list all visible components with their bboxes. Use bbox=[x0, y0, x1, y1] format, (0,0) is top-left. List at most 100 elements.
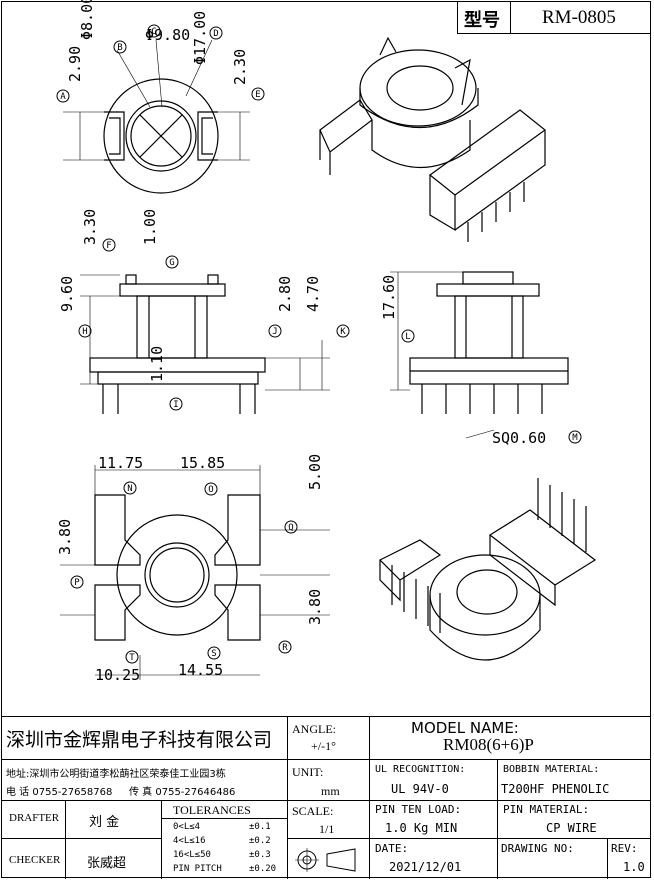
unit-value: mm bbox=[321, 784, 340, 798]
ref-k: K bbox=[336, 324, 350, 338]
ref-p: P bbox=[70, 575, 84, 589]
ref-s: S bbox=[207, 646, 221, 660]
ref-o: O bbox=[204, 482, 218, 496]
svg-text:I: I bbox=[173, 400, 178, 410]
dim-s: 14.55 bbox=[178, 661, 223, 679]
ref-i: I bbox=[169, 397, 183, 411]
ref-c: C bbox=[147, 24, 161, 38]
ref-g: G bbox=[165, 255, 179, 269]
svg-text:M: M bbox=[572, 433, 578, 443]
svg-text:L: L bbox=[405, 332, 410, 342]
ul-value: UL 94V-0 bbox=[391, 782, 449, 796]
dim-j: 2.80 bbox=[276, 276, 294, 312]
top-view bbox=[63, 39, 250, 194]
company-phone: 电 话 0755-27658768 bbox=[6, 787, 113, 798]
dim-r: 3.80 bbox=[306, 589, 324, 625]
ref-a: A bbox=[56, 89, 70, 103]
drafter-label: DRAFTER bbox=[9, 812, 60, 824]
ref-e: E bbox=[251, 87, 265, 101]
tolerances-label: TOLERANCES bbox=[173, 803, 251, 817]
isometric-view-bottom bbox=[378, 478, 597, 661]
pin-load-label: PIN TEN LOAD: bbox=[375, 803, 462, 816]
svg-text:H: H bbox=[82, 327, 87, 337]
tolerance-range-2: 4<L≤16 bbox=[173, 836, 206, 846]
projection-symbol bbox=[295, 848, 356, 872]
svg-text:K: K bbox=[340, 327, 346, 337]
dim-h: 9.60 bbox=[58, 276, 76, 312]
svg-text:E: E bbox=[255, 90, 260, 100]
dim-e: 2.30 bbox=[231, 49, 249, 85]
technical-drawing: 2.90 Φ8.00 Φ9.80 Φ17.00 2.30 3.30 1.00 9… bbox=[56, 0, 597, 684]
dim-f: 3.30 bbox=[81, 209, 99, 245]
dim-i: 1.10 bbox=[148, 346, 166, 382]
dim-d: Φ17.00 bbox=[191, 11, 209, 65]
tolerance-range-4: PIN PITCH bbox=[173, 864, 222, 874]
dim-t: 10.25 bbox=[95, 666, 140, 684]
ref-t: T bbox=[125, 650, 139, 664]
pin-material-label: PIN MATERIAL: bbox=[503, 803, 590, 816]
dim-p: 3.80 bbox=[56, 519, 74, 555]
tolerance-range-1: 0<L≤4 bbox=[173, 822, 201, 832]
bottom-view bbox=[60, 465, 330, 680]
tolerance-value-3: ±0.3 bbox=[249, 850, 271, 860]
date-value: 2021/12/01 bbox=[389, 860, 462, 874]
pin-load-value: 1.0 Kg MIN bbox=[385, 821, 458, 835]
ref-n: N bbox=[123, 481, 137, 495]
svg-text:S: S bbox=[211, 649, 216, 659]
front-view bbox=[390, 271, 569, 439]
angle-value: +/-1° bbox=[311, 739, 336, 753]
svg-text:R: R bbox=[282, 643, 288, 653]
dim-q: 5.00 bbox=[306, 454, 324, 490]
tolerance-value-1: ±0.1 bbox=[249, 822, 271, 832]
dim-g: 1.00 bbox=[141, 209, 159, 245]
svg-text:C: C bbox=[151, 27, 156, 37]
dim-l: 17.60 bbox=[380, 275, 398, 320]
date-label: DATE: bbox=[375, 842, 409, 855]
dim-m: SQ0.60 bbox=[492, 429, 546, 447]
checker-value: 张威超 bbox=[87, 856, 127, 871]
unit-label: UNIT: bbox=[292, 765, 324, 779]
ref-f: F bbox=[102, 238, 116, 252]
tolerance-value-4: ±0.20 bbox=[249, 864, 277, 874]
svg-text:A: A bbox=[60, 92, 66, 102]
drafter-value: 刘 金 bbox=[89, 815, 120, 830]
dim-b: Φ8.00 bbox=[78, 0, 96, 40]
svg-text:N: N bbox=[127, 484, 132, 494]
ref-l: L bbox=[401, 329, 415, 343]
svg-text:B: B bbox=[117, 43, 122, 53]
ref-h: H bbox=[78, 324, 92, 338]
dim-c: Φ9.80 bbox=[145, 26, 190, 44]
svg-text:O: O bbox=[208, 485, 213, 495]
model-label: 型号 bbox=[464, 10, 500, 31]
isometric-view-top bbox=[319, 36, 546, 242]
company-address: 地址:深圳市公明街道李松蓢社区荣泰佳工业园3栋 bbox=[6, 769, 226, 780]
dim-k: 4.70 bbox=[304, 276, 322, 312]
svg-text:F: F bbox=[106, 241, 111, 251]
dim-n: 11.75 bbox=[98, 454, 143, 472]
svg-text:Q: Q bbox=[288, 523, 293, 533]
tolerance-range-3: 16<L≤50 bbox=[173, 850, 211, 860]
svg-text:G: G bbox=[169, 258, 174, 268]
drawing-no-label: DRAWING NO: bbox=[501, 842, 574, 855]
rev-label: REV: bbox=[611, 842, 638, 855]
bobbin-material-label: BOBBIN MATERIAL: bbox=[503, 764, 600, 775]
ref-d: D bbox=[209, 26, 223, 40]
scale-label: SCALE: bbox=[292, 804, 334, 818]
scale-value: 1/1 bbox=[319, 822, 335, 836]
angle-label: ANGLE: bbox=[292, 722, 336, 736]
side-view bbox=[80, 274, 330, 414]
ref-m: M bbox=[568, 430, 582, 444]
company-name: 深圳市金辉鼎电子科技有限公司 bbox=[6, 729, 273, 751]
svg-text:J: J bbox=[272, 327, 277, 337]
ref-r: R bbox=[278, 640, 292, 654]
checker-label: CHECKER bbox=[9, 854, 61, 866]
svg-text:T: T bbox=[129, 653, 135, 663]
bobbin-material-value: T200HF PHENOLIC bbox=[501, 782, 610, 796]
model-name-label: MODEL NAME: bbox=[411, 719, 519, 737]
model-header: 型号 RM-0805 bbox=[457, 2, 650, 34]
title-block: 深圳市金辉鼎电子科技有限公司 地址:深圳市公明街道李松蓢社区荣泰佳工业园3栋 电… bbox=[1, 716, 651, 879]
rev-value: 1.0 bbox=[623, 860, 645, 874]
model-name-value: RM08(6+6)P bbox=[443, 735, 534, 754]
ref-q: Q bbox=[284, 520, 298, 534]
